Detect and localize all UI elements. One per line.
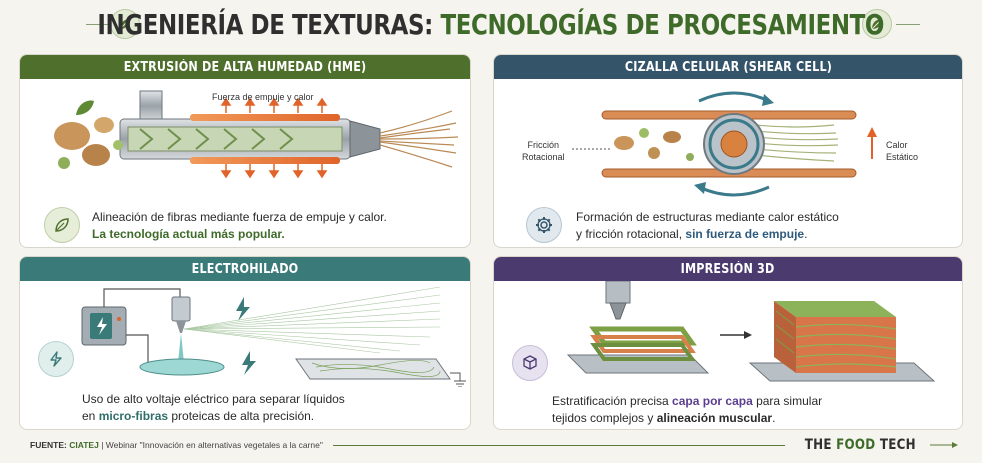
page-title: INGENIERÍA DE TEXTURAS: TECNOLOGÍAS DE P… <box>0 4 982 44</box>
panel-electrospinning: ELECTROHILADO <box>19 256 471 430</box>
title-part1: INGENIERÍA DE TEXTURAS: <box>97 7 434 41</box>
panel-header-hme: EXTRUSIÓN DE ALTA HUMEDAD (HME) <box>20 55 470 79</box>
leaf-icon <box>44 207 80 243</box>
shear-friction-label: Fricción Rotacional <box>522 140 565 162</box>
source-key: FUENTE: <box>30 440 67 450</box>
title-part2: TECNOLOGÍAS DE PROCESAMIENTO <box>440 7 885 41</box>
panel-shear-cell: CIZALLA CELULAR (SHEAR CELL) <box>493 54 963 248</box>
electrospinning-diagram <box>81 286 466 387</box>
footer: FUENTE: CIATEJ | Webinar "Innovación en … <box>30 436 960 454</box>
panel-header-shear: CIZALLA CELULAR (SHEAR CELL) <box>494 55 962 79</box>
lightning-icon <box>38 341 74 377</box>
print-caption: Estratificación precisa capa por capa pa… <box>552 394 823 425</box>
gear-icon <box>526 207 562 243</box>
panel-header-electro: ELECTROHILADO <box>20 257 470 281</box>
shear-heat-label: Calor Estático <box>886 140 919 162</box>
3d-printing-diagram <box>566 281 936 382</box>
brand-logo: THE FOOD TECH <box>805 437 917 453</box>
panel-header-3d: IMPRESIÓN 3D <box>494 257 962 281</box>
hme-extruder-diagram <box>54 90 459 179</box>
shear-cell-diagram <box>572 91 877 197</box>
panel-hme: EXTRUSIÓN DE ALTA HUMEDAD (HME) <box>19 54 471 248</box>
hme-force-label: Fuerza de empuje y calor <box>212 92 314 102</box>
leaf-icon <box>862 9 892 39</box>
leaf-icon <box>110 9 140 39</box>
electro-caption: Uso de alto voltaje eléctrico para separ… <box>82 392 345 423</box>
hme-caption: Alineación de fibras mediante fuerza de … <box>92 210 387 241</box>
source-value: CIATEJ <box>69 440 99 450</box>
title-decor-line-right <box>896 24 920 25</box>
source-detail: | Webinar "Innovación en alternativas ve… <box>101 440 323 450</box>
footer-divider <box>332 444 786 446</box>
cube-icon <box>512 345 548 381</box>
title-decor-line-left <box>86 24 110 25</box>
panel-3d-printing: IMPRESIÓN 3D <box>493 256 963 430</box>
shear-caption: Formación de estructuras mediante calor … <box>576 210 839 241</box>
footer-decor-line <box>930 442 958 448</box>
